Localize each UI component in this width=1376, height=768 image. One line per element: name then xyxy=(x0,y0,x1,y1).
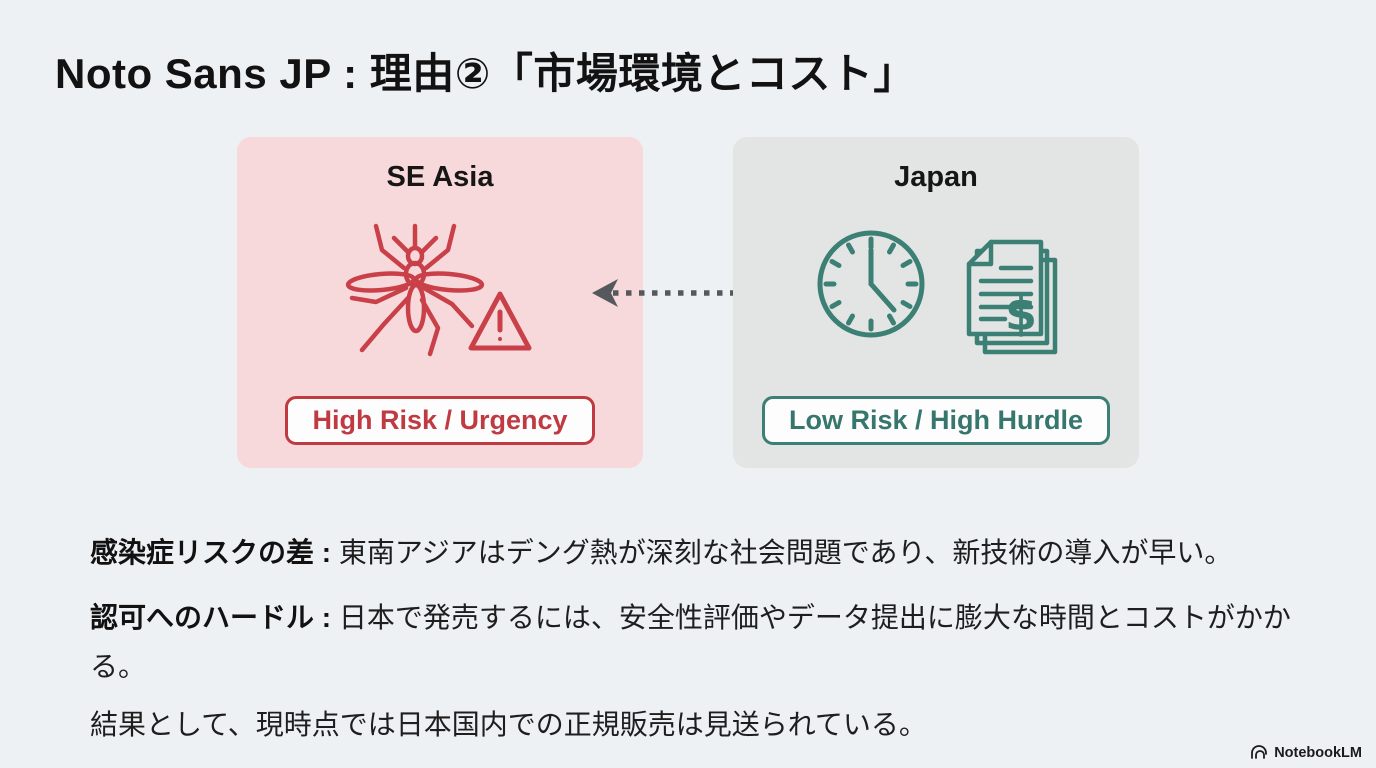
bullet-conclusion: 結果として、現時点では日本国内での正規販売は見送られている。 xyxy=(90,700,1294,749)
warning-triangle-icon xyxy=(468,291,532,351)
documents-cost-icon: $ xyxy=(966,239,1058,355)
svg-text:$: $ xyxy=(1005,287,1037,341)
mosquito-icon xyxy=(345,223,485,357)
se-asia-risk-badge: High Risk / Urgency xyxy=(285,396,595,445)
bullet-text: 東南アジアはデング熱が深刻な社会問題であり、新技術の導入が早い。 xyxy=(338,537,1233,568)
bullet-text: 結果として、現時点では日本国内での正規販売は見送られている。 xyxy=(90,709,927,740)
bullet-approval-hurdle: 認可へのハードル : 日本で発売するには、安全性評価やデータ提出に膨大な時間とコ… xyxy=(90,593,1294,691)
japan-risk-badge: Low Risk / High Hurdle xyxy=(761,396,1111,445)
card-se-asia: SE Asia xyxy=(237,137,643,468)
card-japan: Japan xyxy=(733,137,1139,468)
mosquito-warning-icon-group xyxy=(340,218,540,368)
bullet-infection-risk: 感染症リスクの差 : 東南アジアはデング熱が深刻な社会問題であり、新技術の導入が… xyxy=(90,528,1294,577)
card-japan-title: Japan xyxy=(894,161,978,193)
card-se-asia-title: SE Asia xyxy=(386,161,494,193)
bullet-lead: 感染症リスクの差 : xyxy=(90,537,339,568)
bullet-lead: 認可へのハードル : xyxy=(90,602,339,633)
bullet-text: 日本で発売するには、安全性評価やデータ提出に膨大な時間とコストがかかる。 xyxy=(90,602,1291,682)
page-title: Noto Sans JP : 理由②「市場環境とコスト」 xyxy=(55,50,916,97)
notebooklm-brand: NotebookLM xyxy=(1250,745,1362,761)
notebooklm-brand-label: NotebookLM xyxy=(1274,745,1362,761)
notebooklm-logo-icon xyxy=(1250,745,1269,761)
clock-icon xyxy=(817,230,925,338)
clock-documents-icon-group: $ xyxy=(811,218,1061,363)
